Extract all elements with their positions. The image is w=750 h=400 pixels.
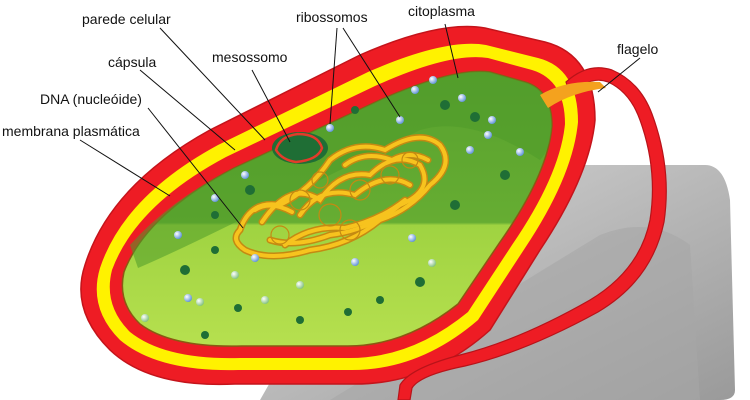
ribosome bbox=[211, 194, 219, 202]
granules bbox=[180, 100, 510, 339]
flagellum bbox=[397, 67, 667, 400]
ribosome bbox=[396, 116, 404, 124]
label-mesossomo: mesossomo bbox=[212, 49, 288, 65]
ribosome bbox=[466, 146, 474, 154]
leader-flagelo bbox=[597, 57, 641, 93]
ribosome bbox=[296, 281, 304, 289]
ribosome bbox=[141, 314, 149, 322]
ribosome bbox=[261, 296, 269, 304]
ribosome bbox=[458, 94, 466, 102]
leader-citoplasma bbox=[444, 23, 459, 79]
label-capsula: cápsula bbox=[108, 54, 156, 70]
ribosome bbox=[174, 231, 182, 239]
ribosome bbox=[484, 131, 492, 139]
leader-membrana bbox=[79, 139, 171, 197]
label-citoplasma: citoplasma bbox=[408, 3, 475, 19]
ribosome bbox=[411, 86, 419, 94]
ribosome bbox=[488, 116, 496, 124]
ribosome bbox=[326, 124, 334, 132]
dna-nucleoid bbox=[232, 134, 450, 260]
label-flagelo: flagelo bbox=[617, 41, 658, 57]
ribosome bbox=[231, 271, 239, 279]
leader-ribossomos-2 bbox=[342, 27, 401, 118]
ribosome bbox=[251, 254, 259, 262]
ribosomes bbox=[141, 76, 524, 322]
ribosome bbox=[429, 76, 437, 84]
leader-dna bbox=[147, 107, 244, 229]
ribosome bbox=[428, 259, 436, 267]
leader-ribossomos-1 bbox=[329, 27, 338, 125]
label-dna: DNA (nucleóide) bbox=[40, 91, 142, 107]
label-parede-celular: parede celular bbox=[82, 11, 171, 27]
ribosome bbox=[408, 234, 416, 242]
label-ribossomos: ribossomos bbox=[296, 9, 368, 25]
leader-parede-celular bbox=[159, 27, 266, 141]
leader-mesossomo bbox=[251, 69, 291, 143]
ribosome bbox=[351, 258, 359, 266]
leader-lines bbox=[79, 23, 641, 229]
ribosome bbox=[241, 171, 249, 179]
label-membrana-plasmatica: membrana plasmática bbox=[2, 123, 140, 139]
flagellum-base bbox=[540, 81, 606, 108]
leader-capsula bbox=[139, 69, 236, 151]
ribosome bbox=[184, 294, 192, 302]
ribosome bbox=[516, 148, 524, 156]
mesosome bbox=[272, 132, 328, 164]
ribosome bbox=[196, 298, 204, 306]
